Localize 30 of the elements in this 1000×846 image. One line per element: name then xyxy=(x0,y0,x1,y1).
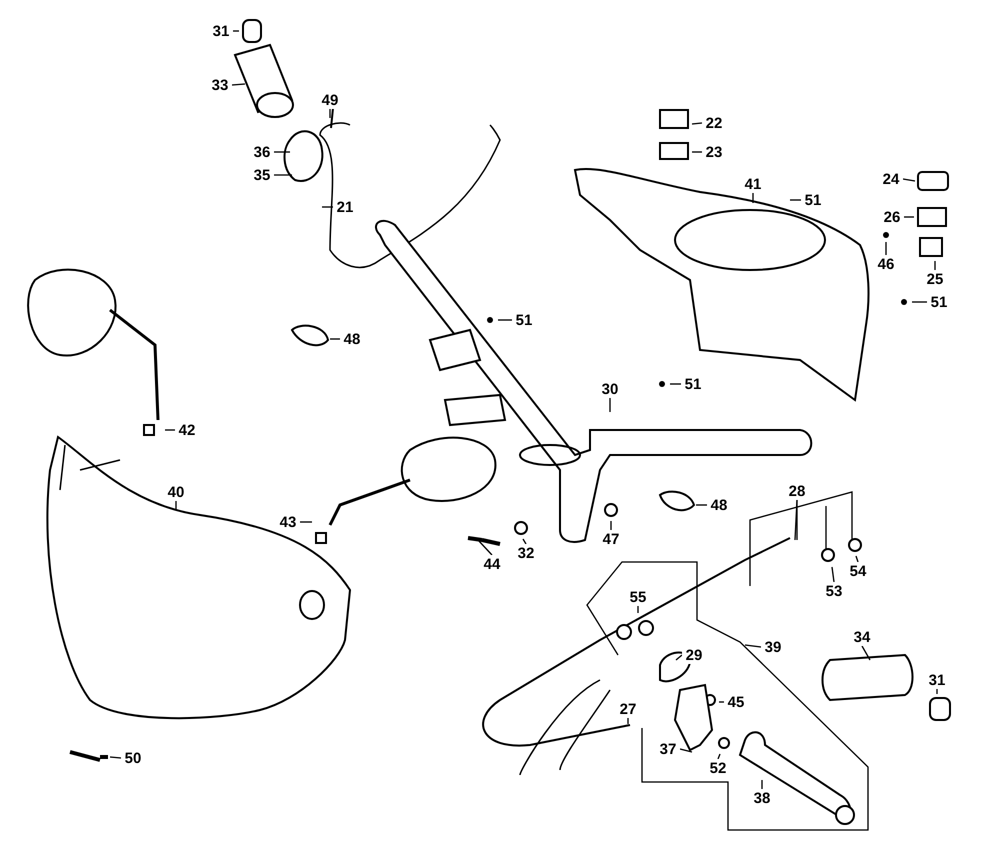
leader-line xyxy=(717,754,721,760)
leader-line xyxy=(861,646,871,660)
leader-line xyxy=(609,398,611,412)
leader-line xyxy=(790,199,801,201)
leader-line xyxy=(232,83,246,86)
leader-line xyxy=(522,538,527,544)
leader-line xyxy=(692,122,702,125)
leader-line xyxy=(680,748,692,753)
leader-line xyxy=(330,338,340,340)
leader-line xyxy=(885,242,887,255)
leader-line xyxy=(752,193,754,203)
leader-line xyxy=(855,556,859,562)
leader-line xyxy=(831,566,835,582)
leader-line xyxy=(904,216,914,218)
leader-line xyxy=(794,500,798,540)
leader-line xyxy=(670,383,681,385)
leader-line xyxy=(692,151,702,153)
leader-line xyxy=(322,206,333,208)
leader-line xyxy=(676,654,682,660)
leader-line xyxy=(498,319,512,321)
leader-line xyxy=(478,540,492,556)
leader-line xyxy=(274,151,290,153)
leader-line xyxy=(902,178,916,182)
leader-line xyxy=(744,644,762,648)
leader-line xyxy=(165,429,175,431)
leader-line xyxy=(274,174,292,176)
leader-line xyxy=(696,504,707,506)
leader-line xyxy=(110,756,122,759)
leader-line xyxy=(912,301,927,303)
leader-line xyxy=(300,521,312,523)
